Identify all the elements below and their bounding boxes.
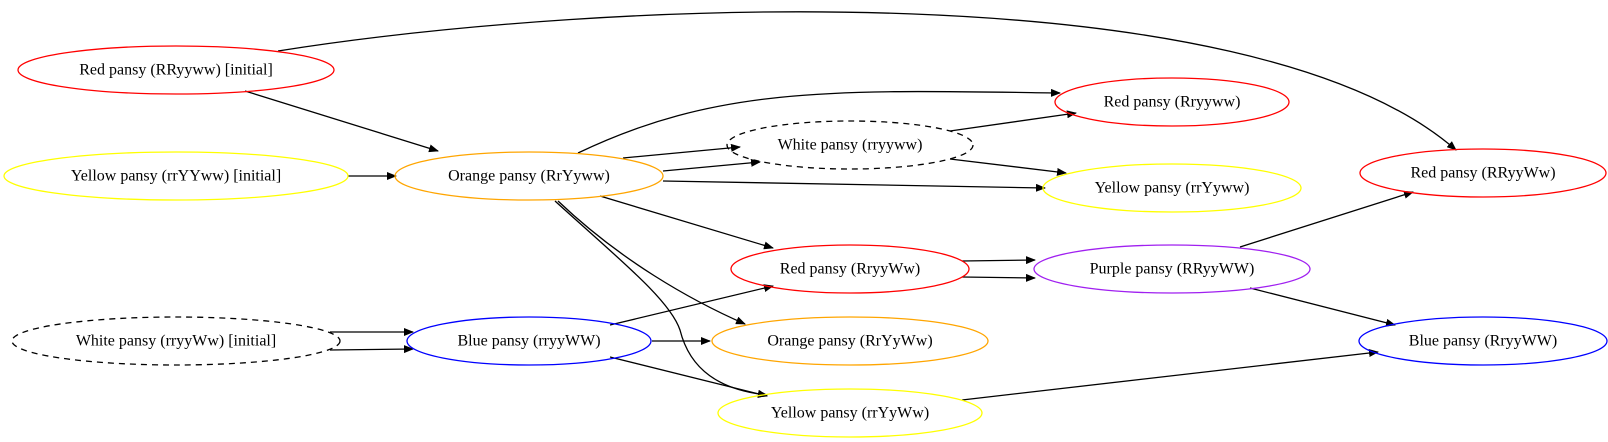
edge-n4-n10 xyxy=(577,88,1061,154)
node-red-pansy-rryyww-4[interactable]: Red pansy (RRyyWw) xyxy=(1359,148,1607,198)
edge-n4-n8 xyxy=(557,200,746,325)
node-label: Red pansy (RRyyWw) xyxy=(1410,165,1555,182)
edge-n12-n14 xyxy=(1249,287,1396,327)
node-label: Orange pansy (RrYyww) xyxy=(448,168,610,185)
edge-n4-n6-a xyxy=(622,143,741,159)
node-label: Red pansy (RryyWw) xyxy=(780,261,920,278)
edge-n4-n7 xyxy=(599,195,774,250)
node-label: Red pansy (RRyyww) [initial] xyxy=(79,62,273,79)
edge-n6-n11 xyxy=(949,158,1067,176)
edge-n7-n12-b xyxy=(961,273,1036,282)
edge-n7-n12-a xyxy=(961,256,1036,265)
edge-n9-n14 xyxy=(961,349,1379,401)
node-yellow-pansy-rryyww-initial[interactable]: Yellow pansy (rrYYww) [initial] xyxy=(3,151,349,201)
node-white-pansy-rryyww[interactable]: White pansy (rryyww) xyxy=(726,120,974,170)
node-label: Yellow pansy (rrYyww) xyxy=(1095,180,1250,197)
node-blue-pansy-rryyww[interactable]: Blue pansy (rryyWW) xyxy=(406,316,652,366)
edges xyxy=(244,11,1457,401)
node-label: Yellow pansy (rrYyWw) xyxy=(771,405,929,422)
node-label: Blue pansy (RryyWW) xyxy=(1409,333,1557,350)
edge-n1-n4 xyxy=(244,90,439,153)
edge-n4-n11 xyxy=(662,180,1046,192)
node-white-pansy-rryyww-initial[interactable]: White pansy (rryyWw) [initial] xyxy=(11,316,341,366)
node-label: Orange pansy (RrYyWw) xyxy=(767,333,932,350)
node-purple-pansy-rryyww[interactable]: Purple pansy (RRyyWW) xyxy=(1033,244,1311,294)
edge-n6-n10 xyxy=(949,110,1077,132)
node-label: White pansy (rryyww) xyxy=(778,137,923,154)
edge-n5-n7 xyxy=(609,284,774,326)
edge-n5-n9 xyxy=(609,356,768,398)
edge-n12-n13 xyxy=(1239,190,1414,248)
node-label: Red pansy (Rryyww) xyxy=(1104,94,1241,111)
node-red-pansy-rryyww-2[interactable]: Red pansy (RryyWw) xyxy=(730,244,970,294)
node-label: Yellow pansy (rrYYww) [initial] xyxy=(71,168,281,185)
node-blue-pansy-rryyww-2[interactable]: Blue pansy (RryyWW) xyxy=(1358,316,1608,366)
nodes: Red pansy (RRyyww) [initial] Yellow pans… xyxy=(3,45,1608,438)
node-label: White pansy (rryyWw) [initial] xyxy=(76,333,276,350)
edge-n3-n5-b xyxy=(329,345,414,354)
edge-n4-n9 xyxy=(554,200,768,399)
node-yellow-pansy-rryyww-2[interactable]: Yellow pansy (rrYyww) xyxy=(1042,163,1302,213)
edge-n1-n13 xyxy=(277,11,1457,151)
node-red-pansy-rryyww-3[interactable]: Red pansy (Rryyww) xyxy=(1054,77,1290,127)
node-orange-pansy-rryyww[interactable]: Orange pansy (RrYyww) xyxy=(394,151,664,201)
node-label: Blue pansy (rryyWW) xyxy=(457,333,600,350)
node-label: Purple pansy (RRyyWW) xyxy=(1090,261,1255,278)
node-yellow-pansy-rryyww[interactable]: Yellow pansy (rrYyWw) xyxy=(717,388,983,438)
edge-n4-n6-b xyxy=(662,158,761,172)
node-red-pansy-rryyww-initial[interactable]: Red pansy (RRyyww) [initial] xyxy=(17,45,335,95)
node-orange-pansy-rryyww-2[interactable]: Orange pansy (RrYyWw) xyxy=(711,316,989,366)
